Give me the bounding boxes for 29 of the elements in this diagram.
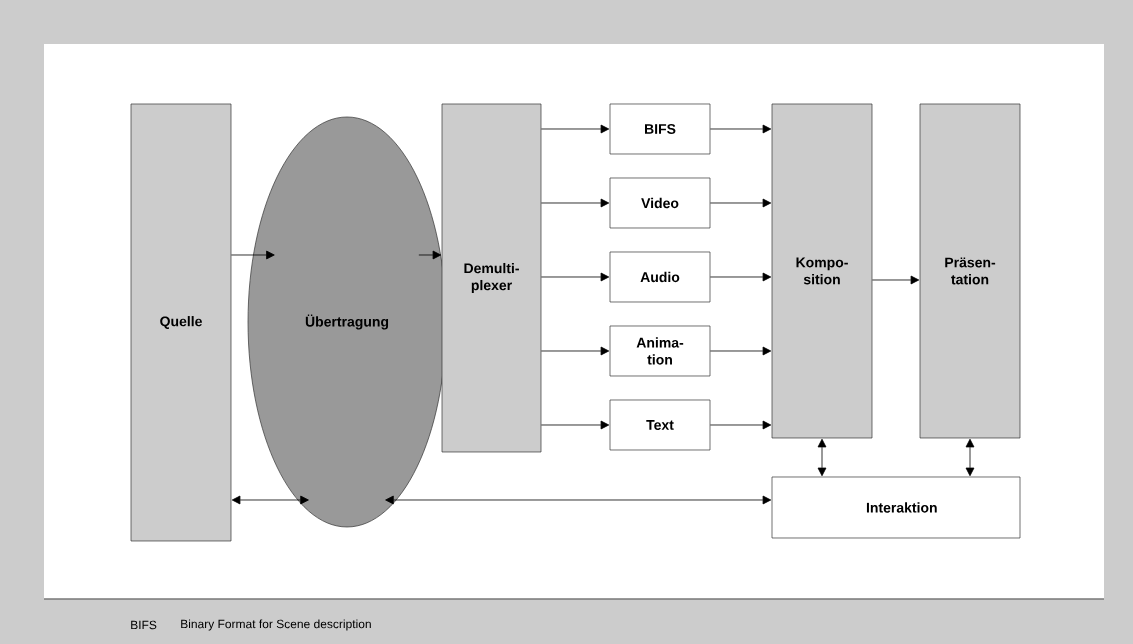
arrow: [540, 124, 610, 134]
footnote-text: BIFS: [131, 620, 157, 630]
arrow: [709, 272, 772, 282]
arrow: [965, 438, 975, 477]
arrow: [231, 495, 309, 505]
arrow: [230, 250, 275, 260]
process-box: Kompo- sition: [771, 103, 873, 439]
process-box: Demulti- plexer: [441, 103, 542, 453]
arrow: [418, 250, 442, 260]
arrow: [385, 495, 772, 505]
arrow: [709, 346, 772, 356]
arrow: [709, 420, 772, 430]
arrow: [709, 124, 772, 134]
arrow: [540, 420, 610, 430]
footnote-text: Binary Format for Scene description: [181, 619, 371, 631]
process-box: Audio: [609, 251, 711, 303]
arrow: [817, 438, 827, 477]
process-box: Interaktion: [771, 476, 1021, 539]
process-box: Präsen- tation: [919, 103, 1021, 439]
arrow: [709, 198, 772, 208]
arrow: [540, 346, 610, 356]
arrow: [540, 198, 610, 208]
arrow: [871, 275, 920, 285]
process-box: Anima- tion: [609, 325, 711, 377]
arrow: [540, 272, 610, 282]
process-box: Quelle: [130, 103, 232, 542]
process-box: Video: [609, 177, 711, 229]
process-box: BIFS: [609, 103, 711, 155]
process-box: Text: [609, 399, 711, 451]
